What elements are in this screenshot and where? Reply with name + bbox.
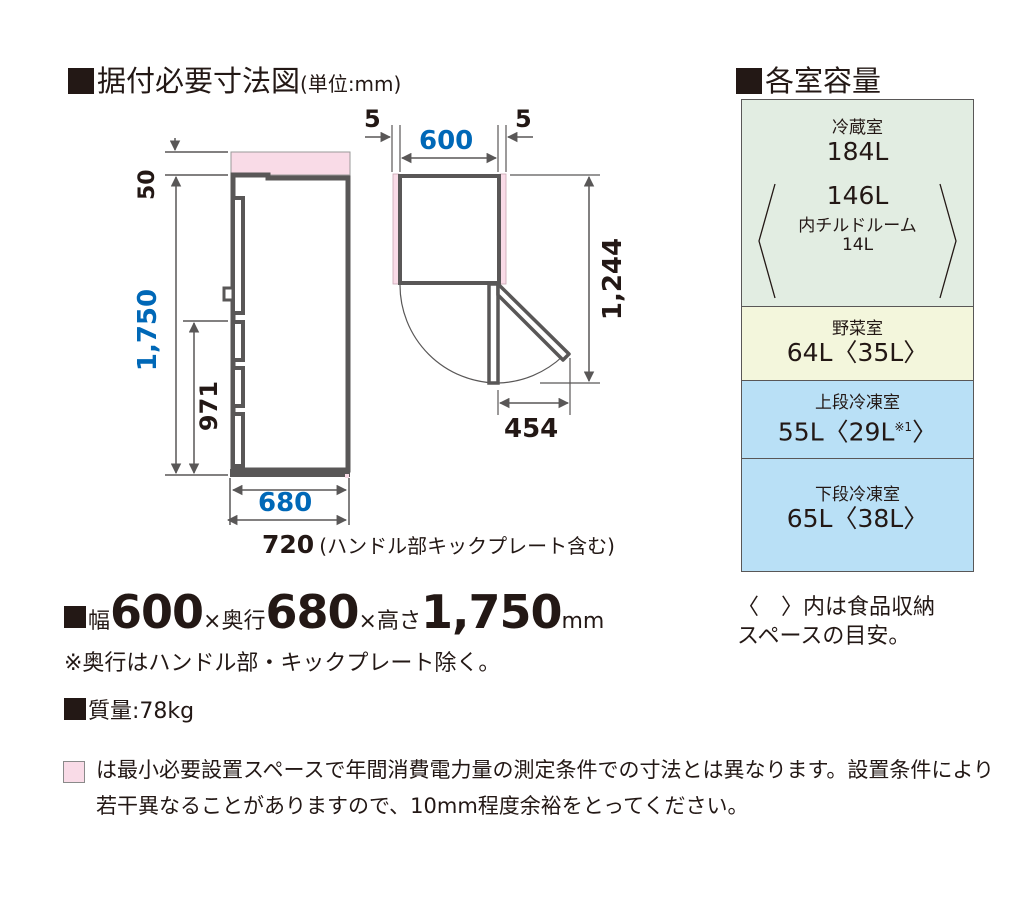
installation-title: 据付必要寸法図(単位:mm)	[68, 58, 401, 100]
depth-with-handle-value: 720	[262, 530, 315, 559]
compartment-name: 上段冷凍室	[815, 393, 900, 413]
left-clearance-label: 5	[364, 105, 381, 133]
left-angle-bracket-icon	[758, 183, 776, 299]
mass: 質量:78kg	[64, 693, 194, 725]
depth-with-handle: 720 (ハンドル部キックプレート含む)	[262, 530, 615, 559]
right-clearance-label: 5	[515, 105, 532, 133]
square-bullet-icon	[64, 698, 86, 720]
compartment-upper-freezer: 上段冷凍室 55L〈29L※1〉	[742, 381, 973, 459]
square-bullet-icon	[64, 606, 86, 628]
chilled-room-name: 内チルドルーム	[798, 216, 917, 236]
compartment-volume: 184L	[826, 137, 889, 166]
top-clearance-label: 50	[135, 169, 160, 200]
door-open-depth-label: 1,244	[598, 237, 628, 321]
width-value: 600	[110, 585, 204, 639]
compartment-name: 下段冷凍室	[815, 485, 900, 505]
height-label: 1,750	[133, 288, 163, 372]
capacity-title: 各室容量	[736, 58, 881, 100]
width-label: 600	[419, 126, 474, 156]
side-view	[165, 138, 351, 526]
pink-clearance-swatch-icon	[63, 761, 85, 783]
unit: mm	[561, 609, 605, 634]
chilled-room-volume: 14L	[841, 235, 874, 255]
compartment-name: 冷蔵室	[832, 118, 883, 138]
depth-label: 680	[258, 488, 313, 518]
compartment-lower-freezer: 下段冷凍室 65L〈38L〉	[742, 459, 973, 571]
inner-volume: 146L	[826, 181, 889, 210]
depth-note: ※奥行はハンドル部・キックプレート除く。	[64, 651, 501, 676]
compartment-volume: 55L〈29L※1〉	[777, 417, 938, 447]
compartment-volume: 65L〈38L〉	[786, 504, 929, 533]
depth-with-handle-note: (ハンドル部キックプレート含む)	[319, 534, 615, 558]
unit-label: (単位:mm)	[300, 72, 402, 96]
right-angle-bracket-icon	[939, 183, 957, 299]
footnote-text: は最小必要設置スペースで年間消費電力量の測定条件での寸法とは異なります。設置条件…	[96, 758, 994, 818]
compartment-volume: 64L〈35L〉	[786, 338, 929, 367]
height-value: 1,750	[420, 585, 563, 639]
square-bullet-icon	[68, 68, 94, 94]
compartment-name: 野菜室	[832, 319, 883, 339]
door-swing-label: 454	[504, 414, 559, 444]
lower-height-label: 971	[195, 380, 223, 432]
capacity-table: 冷蔵室 184L 146L 内チルドルーム 14L 野菜室 64L〈35L〉 上…	[741, 99, 974, 572]
footnote-mark: ※1	[894, 420, 913, 434]
compartment-refrigerator: 冷蔵室 184L 146L 内チルドルーム 14L	[742, 100, 973, 307]
top-view	[365, 125, 600, 415]
square-bullet-icon	[736, 68, 762, 94]
overall-dimensions: 幅600×奥行680×高さ1,750mm	[64, 585, 604, 639]
depth-value: 680	[265, 585, 360, 639]
capacity-note: 〈 〉内は食品収納 スペースの目安。	[737, 595, 936, 649]
compartment-vegetable: 野菜室 64L〈35L〉	[742, 307, 973, 381]
footnote: は最小必要設置スペースで年間消費電力量の測定条件での寸法とは異なります。設置条件…	[63, 752, 1008, 824]
